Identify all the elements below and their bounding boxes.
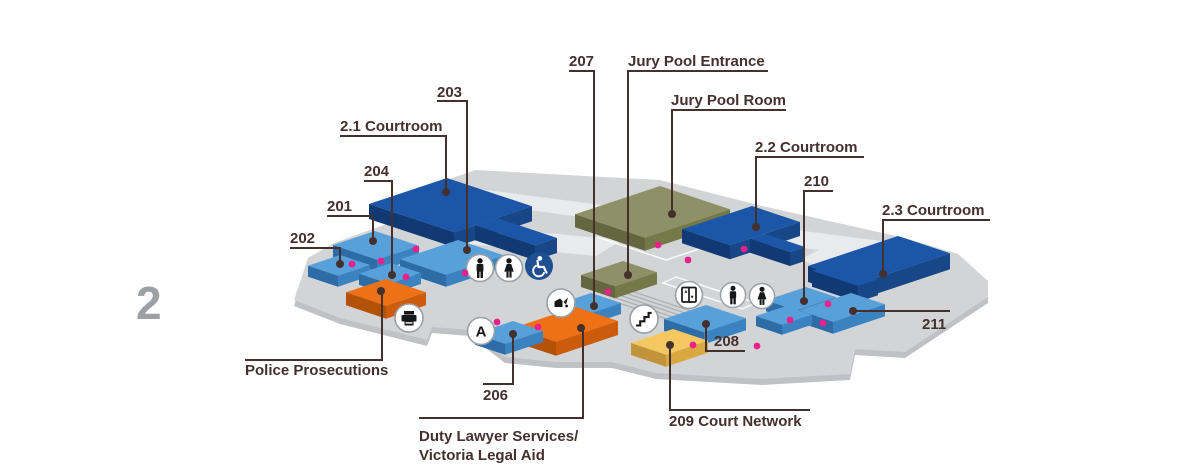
label-room-202: 202 xyxy=(290,230,315,247)
stairs-icon xyxy=(629,304,659,334)
entrance-dots xyxy=(348,241,832,350)
room-block-211 xyxy=(756,293,885,335)
label-courtroom-2-1: 2.1 Courtroom xyxy=(340,118,443,135)
label-room-210: 210 xyxy=(804,173,829,190)
label-jury-pool-room: Jury Pool Room xyxy=(671,92,786,109)
room-block-courtroom-2-1 xyxy=(369,178,557,261)
label-room-207: 207 xyxy=(569,53,594,70)
female-toilet-icon xyxy=(748,282,776,310)
label-duty-lawyer-line1: Duty Lawyer Services/ xyxy=(419,428,579,445)
floor-number: 2 xyxy=(136,277,162,329)
label-room-201: 201 xyxy=(327,198,352,215)
map-labels: 2.1 Courtroom 203 204 201 202 207 Jury P… xyxy=(136,53,985,464)
label-courtroom-2-3: 2.3 Courtroom xyxy=(882,202,985,219)
label-police-prosecutions: Police Prosecutions xyxy=(245,362,388,379)
room-block-courtroom-2-2 xyxy=(682,206,805,266)
male-toilet-icon xyxy=(719,281,747,309)
female-toilet-icon xyxy=(494,253,524,283)
printer-icon xyxy=(394,303,424,333)
label-room-208: 208 xyxy=(714,333,739,350)
label-room-203: 203 xyxy=(437,84,462,101)
male-toilet-icon xyxy=(465,253,495,283)
label-jury-pool-entrance: Jury Pool Entrance xyxy=(628,53,765,70)
label-room-211: 211 xyxy=(922,316,946,333)
label-room-204: 204 xyxy=(364,163,390,180)
label-court-network-209: 209 Court Network xyxy=(669,413,802,430)
room-block-courtroom-2-3 xyxy=(808,236,950,302)
accessible-toilet-icon xyxy=(525,252,553,280)
label-room-206: 206 xyxy=(483,387,508,404)
label-duty-lawyer-line2: Victoria Legal Aid xyxy=(419,447,545,464)
water-fountain-icon xyxy=(546,288,576,318)
label-courtroom-2-2: 2.2 Courtroom xyxy=(755,139,858,156)
lift-icon xyxy=(674,280,704,310)
letter-a-icon: A xyxy=(466,316,496,346)
letter-a-glyph: A xyxy=(476,324,487,341)
leader-lines xyxy=(245,70,990,419)
